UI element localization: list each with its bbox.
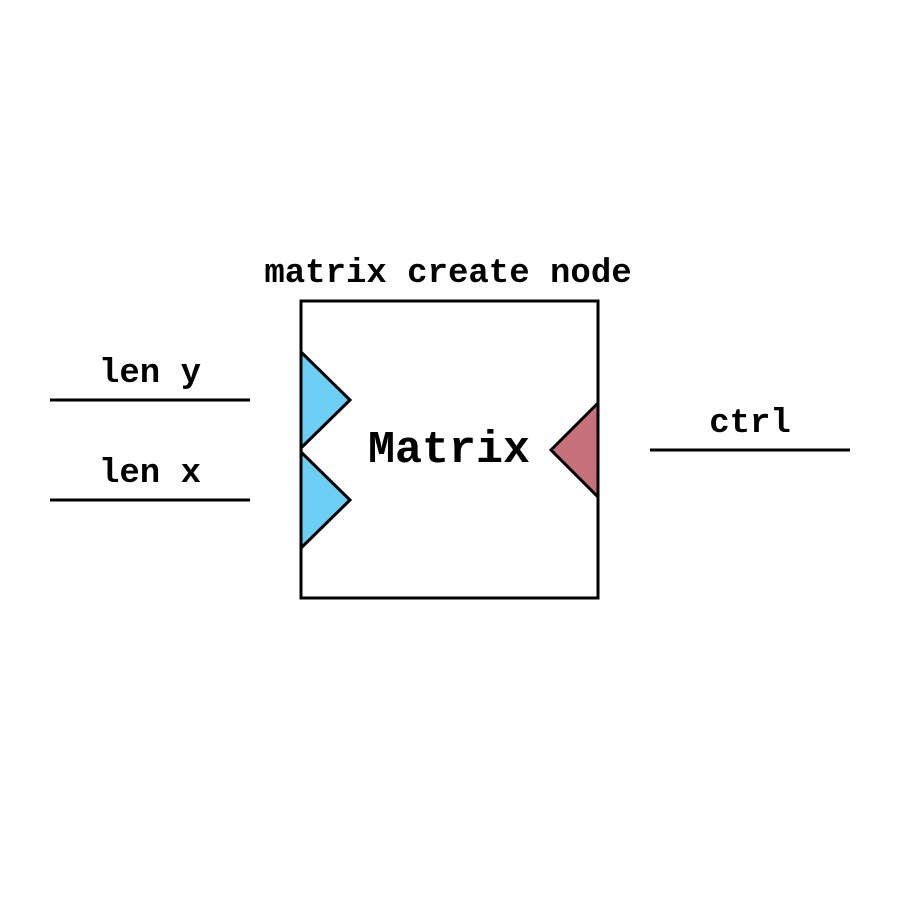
input-port-len-y[interactable]	[299, 348, 353, 452]
output-label-ctrl: ctrl	[709, 405, 791, 443]
output-port-ctrl[interactable]	[548, 399, 600, 501]
input-port-len-x[interactable]	[299, 448, 353, 552]
input-label-len-y: len y	[99, 355, 201, 393]
node-label: Matrix	[368, 425, 530, 476]
input-label-len-x: len x	[99, 455, 201, 493]
node-body[interactable]	[299, 299, 600, 600]
node-title: matrix create node	[264, 255, 631, 293]
